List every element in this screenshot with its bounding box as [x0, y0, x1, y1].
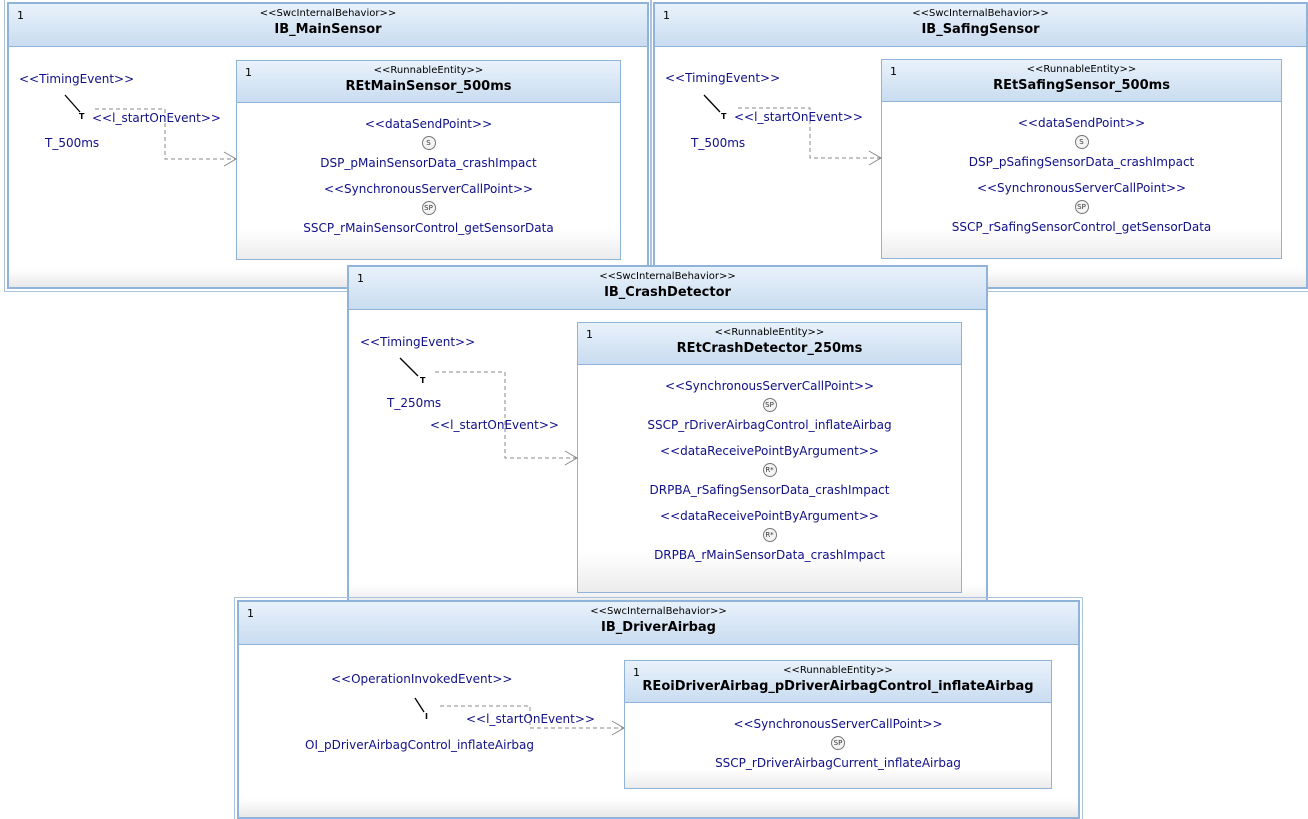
access-point-name[interactable]: DSP_pSafingSensorData_crashImpact — [968, 155, 1195, 169]
runnable-header: 1 <<RunnableEntity>> REoiDriverAirbag_pDri… — [625, 661, 1051, 703]
runnable-header: 1 <<RunnableEntity>> REtSafingSensor_500ms — [882, 60, 1281, 102]
access-point-stereotype: <<SynchronousServerCallPoint>> — [733, 717, 943, 731]
access-point-stereotype: <<SynchronousServerCallPoint>> — [323, 182, 534, 196]
runnable-body: <<dataSendPoint>> S DSP_pSafingSensorData_… — [882, 102, 1281, 236]
access-point-stereotype: <<dataReceivePointByArgument>> — [660, 509, 879, 523]
stereotype-label: <<RunnableEntity>> — [714, 327, 825, 338]
dashed-connector-line — [435, 371, 577, 459]
behavior-name: IB_SafingSensor — [921, 22, 1040, 37]
event-stereotype: <<OperationInvokedEvent>> — [331, 672, 513, 686]
runnable-name: REtSafingSensor_500ms — [993, 78, 1170, 93]
access-point-name[interactable]: DRPBA_rSafingSensorData_crashImpact — [649, 483, 890, 497]
event-trigger-line — [64, 94, 81, 113]
dashed-connector-line — [95, 108, 236, 160]
multiplicity-label: 1 — [17, 9, 24, 22]
access-point-stereotype: <<SynchronousServerCallPoint>> — [976, 181, 1187, 195]
event-stereotype: <<TimingEvent>> — [19, 72, 135, 86]
stereotype-label: <<RunnableEntity>> — [1026, 64, 1137, 75]
behavior-name: IB_CrashDetector — [604, 285, 731, 300]
event-name[interactable]: T_250ms — [387, 396, 442, 410]
event-trigger-line — [703, 94, 721, 113]
behavior-header: 1 <<SwcInternalBehavior>> IB_CrashDetector — [349, 267, 986, 310]
access-point-name[interactable]: DSP_pMainSensorData_crashImpact — [320, 156, 537, 170]
access-point-name[interactable]: DRPBA_rMainSensorData_crashImpact — [654, 548, 885, 562]
connector-label: <<l_startOnEvent>> — [734, 110, 863, 124]
multiplicity-label: 1 — [890, 65, 897, 78]
runnable-body: <<SynchronousServerCallPoint>> SP SSCP_rDr… — [578, 365, 961, 564]
behavior-header: 1 <<SwcInternalBehavior>> IB_MainSensor — [9, 4, 647, 47]
event-trigger-line — [399, 357, 419, 377]
access-point-icon: R* — [762, 463, 777, 477]
runnable-body: <<dataSendPoint>> S DSP_pMainSensorData_cr… — [237, 103, 620, 237]
runnable-name: REtCrashDetector_250ms — [676, 341, 863, 356]
event-marker-icon: I — [425, 712, 428, 721]
runnable-header: 1 <<RunnableEntity>> REtCrashDetector_250m… — [578, 323, 961, 365]
runnable-body: <<SynchronousServerCallPoint>> SP SSCP_rDr… — [625, 703, 1051, 772]
access-point-icon: SP — [762, 398, 777, 412]
arrowhead-icon — [564, 450, 578, 466]
event-name[interactable]: OI_pDriverAirbagControl_inflateAirbag — [305, 738, 534, 752]
behavior-name: IB_DriverAirbag — [601, 620, 716, 635]
connector-label: <<l_startOnEvent>> — [430, 418, 559, 432]
dashed-connector-line — [440, 705, 624, 729]
connector-label: <<l_startOnEvent>> — [466, 712, 595, 726]
event-name[interactable]: T_500ms — [691, 136, 746, 150]
access-point-stereotype: <<dataReceivePointByArgument>> — [660, 444, 879, 458]
stereotype-label: <<SwcInternalBehavior>> — [912, 8, 1049, 19]
multiplicity-label: 1 — [247, 607, 254, 620]
arrowhead-icon — [868, 150, 882, 166]
access-point-icon: SP — [421, 201, 436, 215]
multiplicity-label: 1 — [245, 66, 252, 79]
stereotype-label: <<RunnableEntity>> — [783, 665, 893, 676]
event-trigger-line — [414, 697, 425, 713]
access-point-icon: SP — [831, 736, 845, 750]
stereotype-label: <<SwcInternalBehavior>> — [259, 8, 397, 19]
event-marker-icon: T — [79, 112, 85, 121]
access-point-name[interactable]: SSCP_rDriverAirbagCurrent_inflateAirbag — [715, 756, 961, 770]
event-marker-icon: T — [420, 376, 426, 385]
multiplicity-label: 1 — [663, 9, 670, 22]
runnable-entity-box[interactable]: 1 <<RunnableEntity>> REtCrashDetector_250m… — [577, 322, 962, 593]
behavior-header: 1 <<SwcInternalBehavior>> IB_DriverAirbag — [239, 602, 1078, 645]
stereotype-label: <<RunnableEntity>> — [373, 65, 484, 76]
runnable-entity-box[interactable]: 1 <<RunnableEntity>> REoiDriverAirbag_pDri… — [624, 660, 1052, 789]
access-point-icon: S — [1074, 135, 1089, 149]
access-point-stereotype: <<SynchronousServerCallPoint>> — [664, 379, 875, 393]
multiplicity-label: 1 — [357, 272, 364, 285]
event-stereotype: <<TimingEvent>> — [360, 335, 476, 349]
access-point-name[interactable]: SSCP_rDriverAirbagControl_inflateAirbag — [647, 418, 892, 432]
runnable-entity-box[interactable]: 1 <<RunnableEntity>> REtMainSensor_500ms <<… — [236, 60, 621, 260]
runnable-header: 1 <<RunnableEntity>> REtMainSensor_500ms — [237, 61, 620, 103]
stereotype-label: <<SwcInternalBehavior>> — [599, 271, 736, 282]
access-point-icon: R* — [762, 528, 777, 542]
event-name[interactable]: T_500ms — [45, 136, 100, 150]
runnable-entity-box[interactable]: 1 <<RunnableEntity>> REtSafingSensor_500ms… — [881, 59, 1282, 259]
multiplicity-label: 1 — [633, 666, 640, 679]
multiplicity-label: 1 — [586, 328, 593, 341]
access-point-name[interactable]: SSCP_rSafingSensorControl_getSensorData — [951, 220, 1212, 234]
access-point-stereotype: <<dataSendPoint>> — [1017, 116, 1146, 130]
stereotype-label: <<SwcInternalBehavior>> — [590, 606, 727, 617]
access-point-stereotype: <<dataSendPoint>> — [364, 117, 493, 131]
event-marker-icon: T — [721, 112, 727, 121]
access-point-icon: SP — [1074, 200, 1089, 214]
dashed-connector-line — [738, 107, 881, 159]
arrowhead-icon — [611, 720, 625, 736]
behavior-header: 1 <<SwcInternalBehavior>> IB_SafingSensor — [655, 4, 1306, 47]
access-point-name[interactable]: SSCP_rMainSensorControl_getSensorData — [303, 221, 554, 235]
runnable-name: REoiDriverAirbag_pDriverAirbagControl_in… — [642, 679, 1034, 694]
event-stereotype: <<TimingEvent>> — [665, 71, 781, 85]
arrowhead-icon — [223, 151, 237, 167]
runnable-name: REtMainSensor_500ms — [345, 79, 512, 94]
access-point-icon: S — [421, 136, 436, 150]
behavior-name: IB_MainSensor — [274, 22, 382, 37]
connector-label: <<l_startOnEvent>> — [92, 111, 221, 125]
